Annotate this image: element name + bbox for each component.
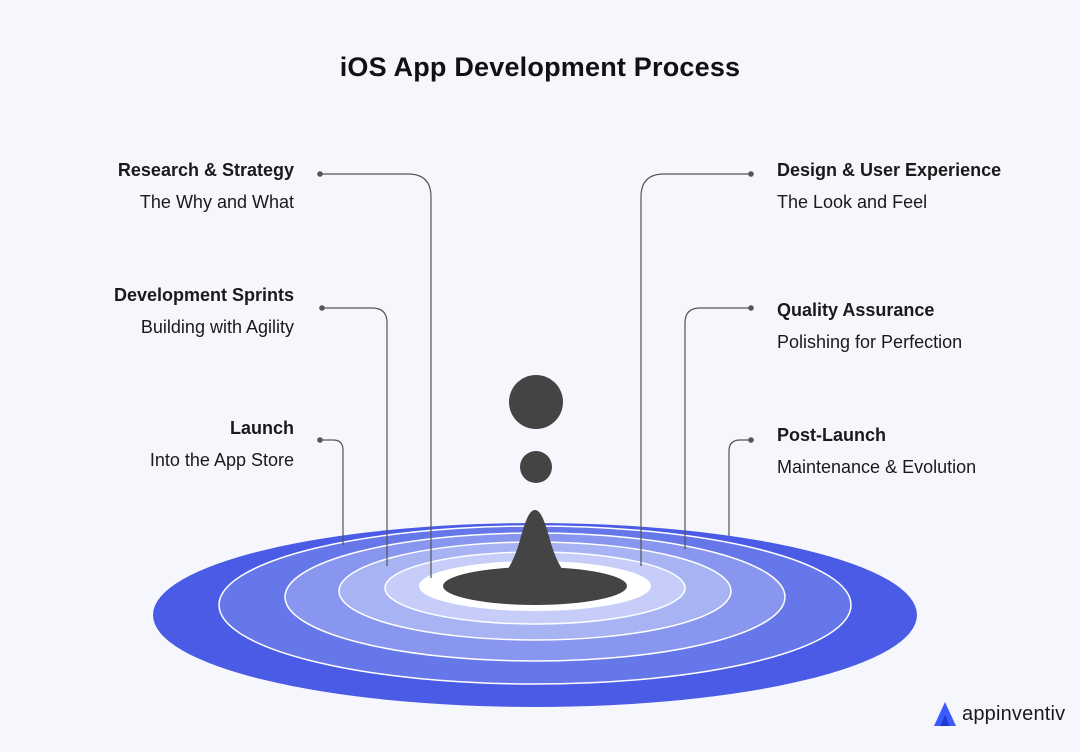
step-heading: Quality Assurance [777,300,935,320]
splash-peak [474,510,596,590]
step-postlaunch: Post-Launch Maintenance & Evolution [777,426,976,476]
brand-wordmark: appinventiv [962,702,1066,725]
step-heading: Research & Strategy [117,160,294,180]
connector-design [640,173,751,566]
step-subheading: The Look and Feel [777,192,928,212]
step-heading: Development Sprints [113,285,294,305]
diagram-title: iOS App Development Process [339,52,741,82]
connector-development [322,307,388,566]
connector-dot [319,305,325,311]
step-heading: Post-Launch [777,425,887,445]
connector-launch [320,439,344,545]
connector-dot [317,171,323,177]
step-subheading: The Why and What [139,192,294,212]
droplet-small [520,451,552,483]
step-heading: Design & User Experience [777,160,1002,180]
connector-dots [317,171,754,443]
step-qa: Quality Assurance Polishing for Perfecti… [777,301,962,351]
step-research: Research & Strategy The Why and What [118,161,294,211]
brand-logo: appinventiv [932,700,1065,728]
connector-postlaunch [728,439,751,536]
step-design: Design & User Experience The Look and Fe… [777,161,1001,211]
connector-qa [684,307,751,549]
appinventiv-logo-icon [934,702,956,726]
step-launch: Launch Into the App Store [150,419,294,469]
connector-research [320,173,432,578]
step-subheading: Polishing for Perfection [777,332,963,352]
step-subheading: Maintenance & Evolution [777,457,977,477]
connector-dot [748,171,754,177]
step-subheading: Building with Agility [140,317,294,337]
connector-dot [748,305,754,311]
droplet-large [509,375,563,429]
step-subheading: Into the App Store [149,450,294,470]
connectors [320,173,751,578]
step-heading: Launch [229,418,294,438]
step-development: Development Sprints Building with Agilit… [114,286,294,336]
connector-dot [317,437,323,443]
connector-dot [748,437,754,443]
